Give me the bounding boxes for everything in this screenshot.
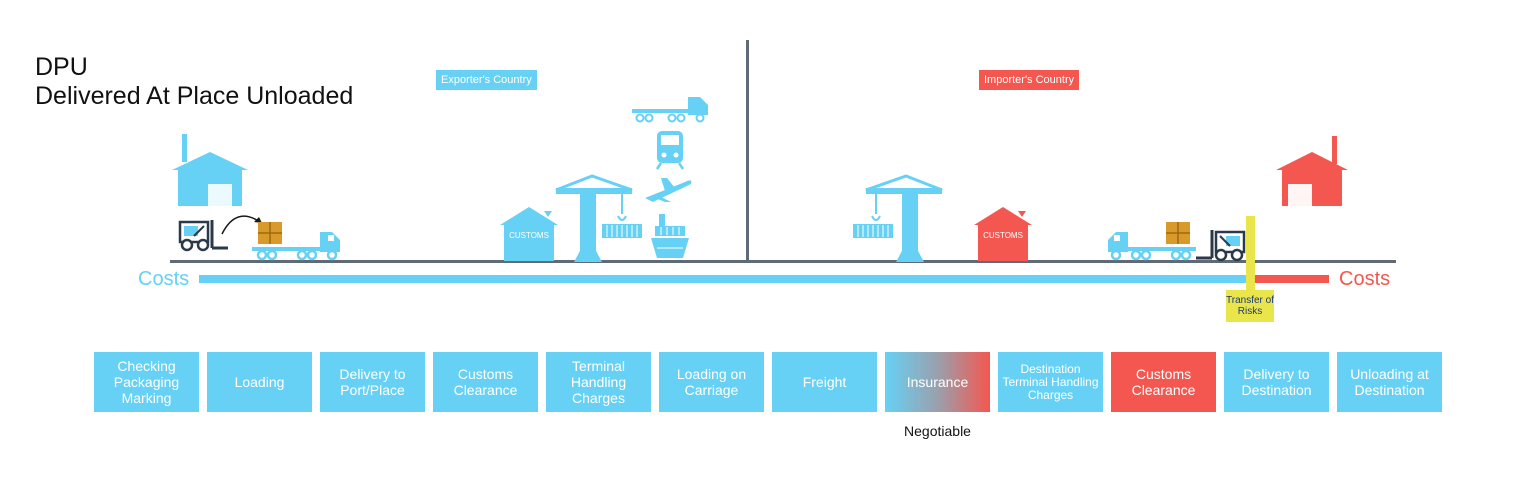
incoterm-code: DPU bbox=[35, 53, 88, 81]
loading-arrow-icon bbox=[221, 215, 262, 235]
customs-house-icon: CUSTOMS bbox=[974, 207, 1032, 261]
cost-item: Terminal Handling Charges bbox=[546, 352, 651, 412]
cargo-ship-icon bbox=[651, 214, 689, 258]
truck-icon bbox=[1108, 222, 1196, 261]
airplane-icon bbox=[645, 178, 692, 202]
cost-item: Customs Clearance bbox=[1111, 352, 1216, 412]
cost-item: Unloading at Destination bbox=[1337, 352, 1442, 412]
port-crane-icon bbox=[555, 174, 633, 262]
cost-item: Delivery to Port/Place bbox=[320, 352, 425, 412]
train-icon bbox=[655, 131, 685, 170]
factory-icon bbox=[1276, 136, 1348, 206]
cost-item: Freight bbox=[772, 352, 877, 412]
negotiable-note: Negotiable bbox=[904, 423, 971, 439]
transfer-of-risks-label: Transfer of Risks bbox=[1226, 290, 1274, 322]
container-icon bbox=[853, 224, 893, 238]
customs-house-icon: CUSTOMS bbox=[500, 207, 558, 261]
customs-label: CUSTOMS bbox=[983, 231, 1023, 240]
container-icon bbox=[602, 224, 642, 238]
cost-item: Customs Clearance bbox=[433, 352, 538, 412]
importer-country-label: Importer's Country bbox=[979, 70, 1080, 90]
cost-item: Checking Packaging Marking bbox=[94, 352, 199, 412]
truck-icon bbox=[632, 97, 708, 123]
cost-item: Insurance bbox=[885, 352, 990, 412]
seller-costs-bar bbox=[199, 275, 1252, 283]
cost-item: Loading on Carriage bbox=[659, 352, 764, 412]
cost-item: Destination Terminal Handling Charges bbox=[998, 352, 1103, 412]
seller-costs-label: Costs bbox=[138, 268, 190, 290]
cost-item: Delivery to Destination bbox=[1224, 352, 1329, 412]
factory-icon bbox=[172, 134, 248, 206]
buyer-costs-label: Costs bbox=[1339, 268, 1391, 290]
transfer-of-risks-marker bbox=[1246, 216, 1255, 290]
buyer-costs-bar bbox=[1252, 275, 1329, 283]
truck-icon bbox=[252, 222, 340, 261]
port-crane-icon bbox=[865, 174, 943, 262]
customs-label: CUSTOMS bbox=[509, 231, 549, 240]
incoterm-name: Delivered At Place Unloaded bbox=[35, 82, 354, 110]
cost-item: Loading bbox=[207, 352, 312, 412]
border-divider bbox=[746, 40, 749, 262]
forklift-icon bbox=[178, 220, 228, 252]
ground-line bbox=[170, 260, 1396, 263]
exporter-country-label: Exporter's Country bbox=[436, 70, 537, 90]
forklift-icon bbox=[1196, 230, 1246, 262]
